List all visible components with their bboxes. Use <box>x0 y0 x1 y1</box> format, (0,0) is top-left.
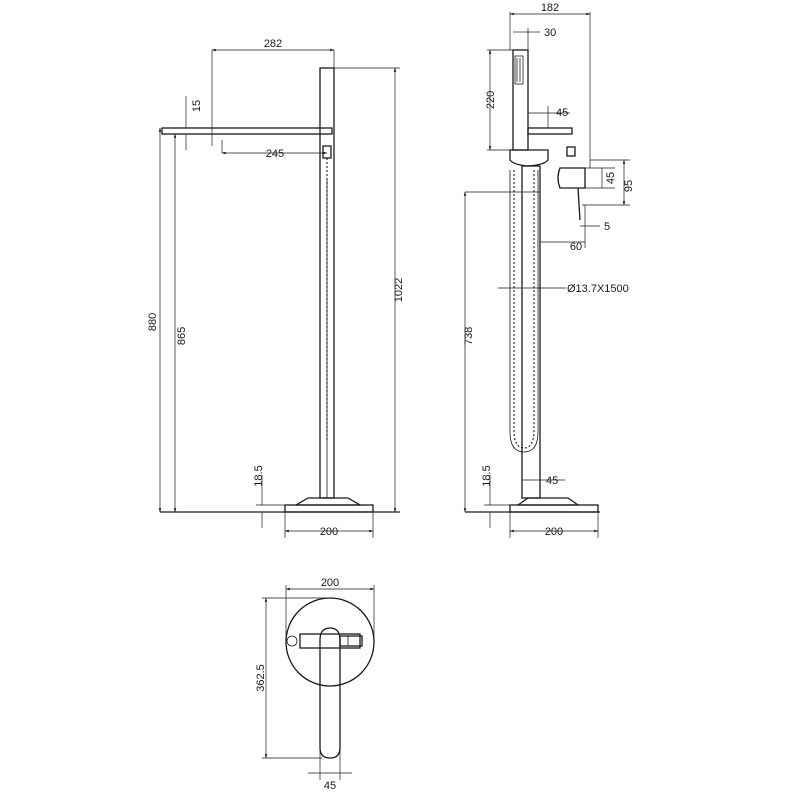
side-view: 182 30 220 45 45 95 5 60 <box>463 2 635 538</box>
dim-front-245: 245 <box>266 148 284 160</box>
dim-side-45-right: 45 <box>605 172 617 184</box>
plan-view: 200 362.5 45 <box>255 577 375 792</box>
plan-lever <box>319 627 341 759</box>
plan-base-disc <box>285 597 375 687</box>
side-lever <box>566 146 576 157</box>
dim-side-45-lower: 45 <box>546 475 558 487</box>
dim-side-220: 220 <box>485 91 497 109</box>
dim-side-182: 182 <box>541 2 559 14</box>
side-column-head <box>509 149 549 167</box>
dim-side-95: 95 <box>623 180 635 192</box>
dim-side-738: 738 <box>463 327 475 345</box>
front-base <box>293 497 363 506</box>
front-hose-holder <box>322 145 332 159</box>
dim-side-200: 200 <box>545 526 563 538</box>
dim-front-200: 200 <box>320 526 338 538</box>
front-arm <box>161 127 333 135</box>
dim-side-5: 5 <box>604 221 610 233</box>
dim-front-865: 865 <box>176 327 188 345</box>
side-spout <box>527 127 573 135</box>
dim-side-45-top: 45 <box>556 107 568 119</box>
dim-side-30: 30 <box>544 27 556 39</box>
side-hose <box>513 170 535 449</box>
dim-front-880: 880 <box>147 313 159 331</box>
dim-plan-362-5: 362.5 <box>255 664 267 692</box>
dim-plan-200: 200 <box>321 577 339 589</box>
dim-side-hose: Ø13.7X1500 <box>567 283 629 295</box>
front-view: 282 15 245 880 865 1022 18.5 200 <box>147 38 405 538</box>
dim-plan-45: 45 <box>324 780 336 792</box>
side-base <box>515 497 581 506</box>
dim-front-1022: 1022 <box>393 278 405 302</box>
dim-front-18-5: 18.5 <box>253 465 265 486</box>
dim-side-18-5: 18.5 <box>481 465 493 486</box>
dim-front-15: 15 <box>191 100 203 112</box>
side-column <box>521 165 541 499</box>
plan-spout-arm <box>299 633 361 649</box>
dim-front-282: 282 <box>264 38 282 50</box>
dim-side-60: 60 <box>570 241 582 253</box>
